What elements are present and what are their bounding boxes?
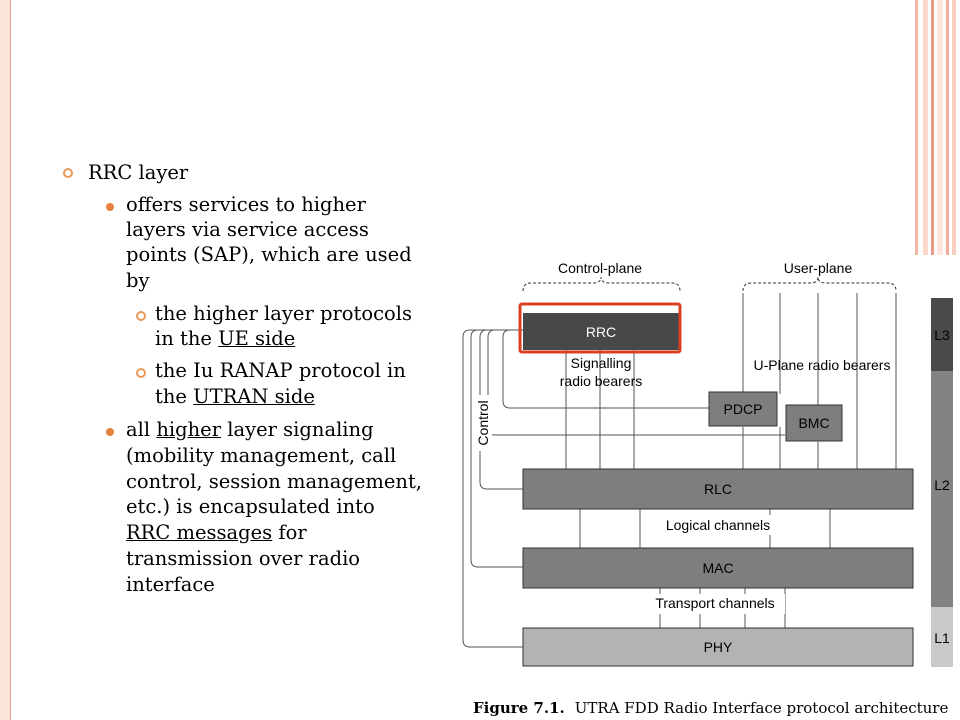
l2-bar (931, 371, 953, 607)
level3-bullet-icon (136, 311, 146, 321)
sub-bullet-line: the UTRAN side (155, 385, 315, 408)
level3-bullet-icon (136, 368, 146, 378)
user-plane-label: User-plane (784, 260, 853, 276)
rlc-box (522, 468, 914, 510)
bullet-text-line: RRC messages for (126, 521, 307, 544)
bullet-text-line: points (SAP), which are used (126, 243, 412, 266)
l2-label: L2 (934, 477, 950, 493)
rrc-label: RRC (586, 324, 616, 340)
rrc-messages-link[interactable]: RRC messages (126, 521, 273, 544)
control-plane-label: Control-plane (558, 260, 642, 276)
logical-channels-label: Logical channels (666, 517, 770, 533)
l1-label: L1 (934, 630, 950, 646)
mac-label: MAC (702, 560, 733, 576)
level1-bullet-icon (63, 168, 73, 178)
bullet-text-line: (mobility management, call (126, 444, 397, 467)
pdcp-box (708, 391, 778, 427)
control-plane-brace (522, 276, 681, 292)
utran-side-link[interactable]: UTRAN side (193, 385, 315, 408)
higher-link[interactable]: higher (156, 418, 222, 441)
bullet-text-line: etc.) is encapsulated into (126, 495, 375, 518)
sub-bullet-line: the higher layer protocols (155, 302, 412, 325)
protocol-architecture-figure: L3 L2 L1 Control-plane User-plane (455, 255, 960, 720)
bmc-box (785, 404, 843, 442)
bullet-text-line: interface (126, 573, 215, 596)
transport-channels-label: Transport channels (655, 595, 774, 611)
control-label: Control (475, 400, 491, 445)
control-label-bg (474, 395, 492, 451)
mac-box (522, 547, 914, 589)
slide-right-decoration (915, 0, 960, 255)
rrc-box (523, 313, 679, 350)
radio-bearers-label: radio bearers (560, 373, 643, 389)
sub-bullet-line: the Iu RANAP protocol in (155, 359, 406, 382)
transport-label-bg (645, 594, 785, 614)
uplane-bearers-label: U-Plane radio bearers (754, 357, 891, 373)
figure-caption: Figure 7.1. UTRA FDD Radio Interface prot… (473, 699, 948, 717)
caption-text: UTRA FDD Radio Interface protocol archit… (575, 699, 949, 717)
bullet-rrc-layer: RRC layer (88, 161, 189, 184)
ue-side-link[interactable]: UE side (218, 327, 296, 350)
user-plane-brace (742, 276, 897, 292)
control-lines (462, 329, 785, 648)
phy-box (522, 627, 914, 667)
l3-bar (931, 298, 953, 371)
l3-label: L3 (934, 327, 950, 343)
bullet-text-line: by (126, 269, 150, 292)
bullet-text-line: control, session management, (126, 470, 422, 493)
phy-label: PHY (704, 639, 733, 655)
slide-left-border (0, 0, 11, 720)
level2-bullet-icon (106, 203, 114, 211)
caption-number: Figure 7.1. (473, 699, 565, 717)
logical-label-bg (655, 515, 781, 535)
level2-bullet-icon (106, 428, 114, 436)
bullet-text-line: layers via service access (126, 218, 369, 241)
bearer-lines (565, 293, 897, 628)
pdcp-label: PDCP (724, 401, 763, 417)
signalling-label: Signalling (571, 355, 632, 371)
bullet-text-line: all higher layer signaling (126, 418, 374, 441)
bullet-text-line: transmission over radio (126, 547, 361, 570)
bullet-text-line: offers services to higher (126, 193, 366, 216)
bmc-label: BMC (798, 415, 829, 431)
rrc-highlight-box (518, 302, 682, 354)
sub-bullet-line: in the UE side (155, 327, 296, 350)
rlc-label: RLC (704, 481, 732, 497)
l1-bar (931, 607, 953, 667)
